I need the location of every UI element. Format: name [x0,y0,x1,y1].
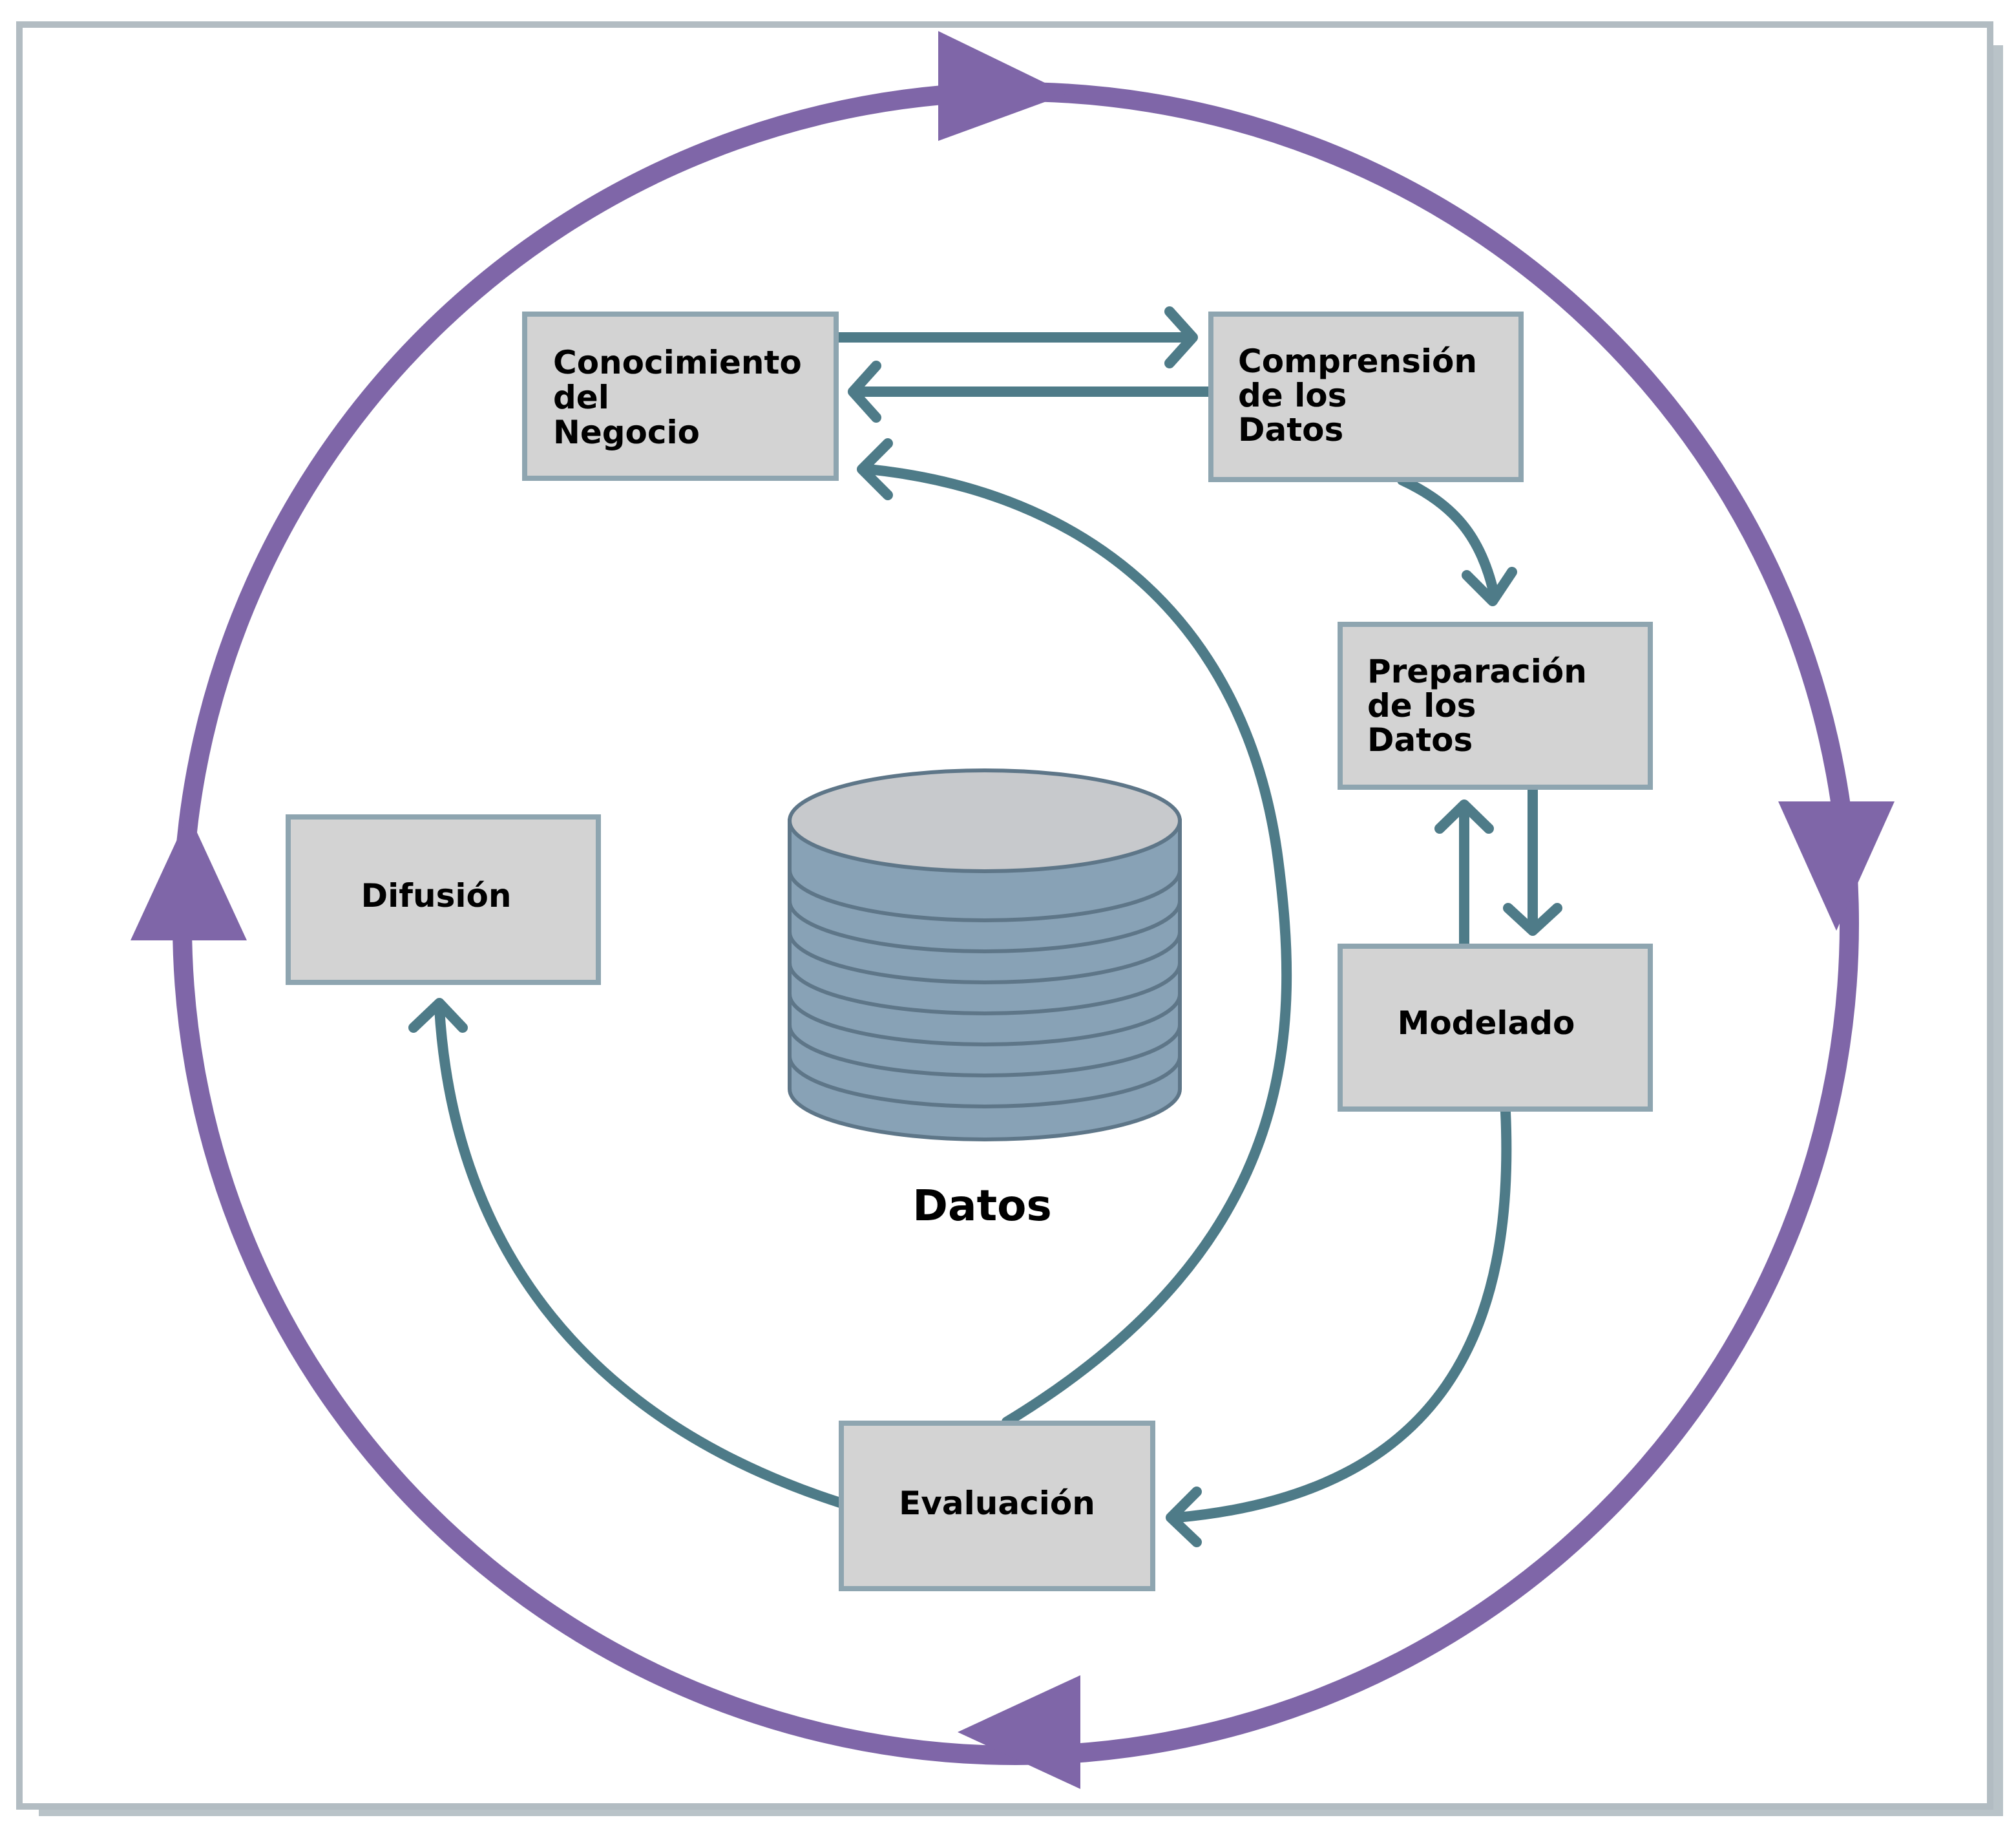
phase-modeling: Modelado [1338,944,1653,1112]
phase-deployment: Difusión [286,814,601,985]
arrow-modeling-to-evaluation [1166,1106,1512,1547]
cycle-arrow-top [938,31,1067,141]
cycle-arrow-bottom [958,1675,1080,1789]
phase-label-line: Conocimiento [553,344,802,381]
phase-label-line: Comprensión [1238,343,1477,380]
phase-label-line: Preparación [1367,653,1587,690]
phase-label: Evaluación [899,1485,1095,1522]
outer-cycle [131,31,1895,1789]
database-top [788,768,1182,873]
arrow-evaluation-to-business [857,438,1292,1427]
phase-data-understanding: Comprensión de los Datos [1208,312,1524,482]
phase-evaluation: Evaluación [839,1421,1155,1591]
arrow-evaluation-to-deployment [408,998,845,1508]
connectors [408,306,1562,1547]
phase-label: Modelado [1398,1004,1575,1042]
arrow-understanding-to-business [848,361,1215,423]
phase-label-line: del [553,379,609,416]
phase-label: Difusión [361,877,512,915]
phase-label-line: Datos [1367,721,1473,759]
phase-data-preparation: Preparación de los Datos [1338,622,1653,790]
arrow-preparation-to-modeling [1503,782,1562,936]
database-icon [788,768,1182,1141]
arrow-understanding-to-preparation [1397,475,1517,606]
center-label: Datos [912,1181,1052,1231]
cycle-arrow-left [131,814,247,940]
phase-label-line: de los [1367,687,1476,725]
cycle-arrow-right [1778,801,1895,931]
database-body [788,819,1182,1141]
phase-business-understanding: Conocimiento del Negocio [522,312,839,481]
arrow-business-to-understanding [832,306,1198,368]
arrow-modeling-to-preparation [1434,799,1494,949]
phase-label-line: Datos [1238,411,1343,449]
phase-label-line: de los [1238,377,1347,414]
phase-label-line: Negocio [553,414,700,451]
